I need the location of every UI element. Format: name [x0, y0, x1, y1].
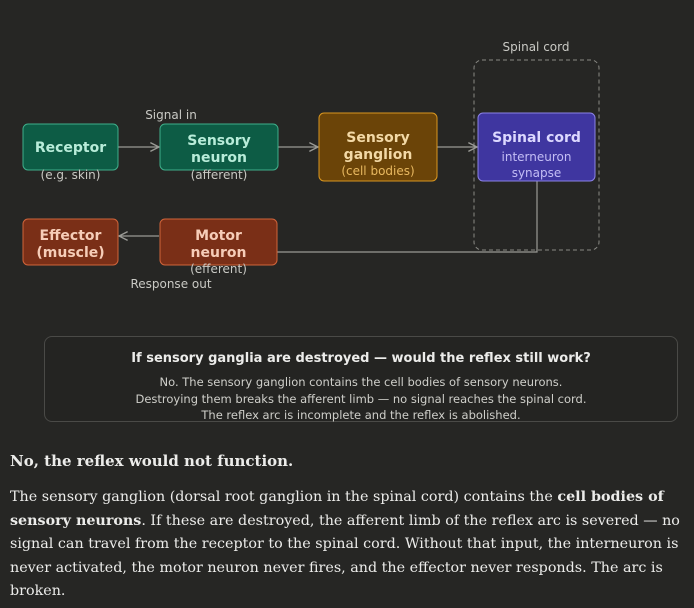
- effector-label-1: Effector: [40, 228, 102, 244]
- spinal-cord-sublabel-2: synapse: [512, 166, 562, 180]
- answer-lead: No, the reflex would not function.: [10, 452, 294, 470]
- spinal-cord-box: [477, 112, 596, 182]
- sensory-ganglion-sublabel: (cell bodies): [341, 164, 414, 178]
- spinal-cord-label: Spinal cord: [492, 130, 581, 146]
- signal-in-label: Signal in: [145, 108, 197, 122]
- question-callout: If sensory ganglia are destroyed — would…: [44, 336, 678, 422]
- sensory-ganglion-box: [318, 112, 438, 182]
- motor-neuron-box: [159, 218, 278, 266]
- sensory-neuron-sublabel: (afferent): [191, 168, 248, 182]
- reflex-arc-diagram: Spinal cord Signal in Receptor (e.g. ski…: [22, 40, 600, 291]
- answer-text-start: The sensory ganglion (dorsal root gangli…: [10, 489, 558, 505]
- receptor-sublabel: (e.g. skin): [41, 168, 101, 182]
- effector-label-2: (muscle): [36, 245, 104, 261]
- spinal-cord-sublabel-1: interneuron: [502, 150, 572, 164]
- motor-neuron-node: Motor neuron (efferent): [159, 218, 278, 276]
- motor-neuron-label-2: neuron: [191, 245, 247, 261]
- receptor-node: Receptor (e.g. skin): [22, 123, 119, 182]
- sensory-neuron-label-1: Sensory: [187, 133, 251, 149]
- answer-paragraph: The sensory ganglion (dorsal root gangli…: [10, 486, 686, 604]
- sensory-ganglion-label-2: ganglion: [344, 147, 413, 163]
- callout-line-1: No. The sensory ganglion contains the ce…: [159, 375, 563, 389]
- answer-text-end: . If these are destroyed, the afferent l…: [10, 512, 680, 600]
- sensory-ganglion-label-1: Sensory: [346, 130, 410, 146]
- receptor-box: [22, 123, 119, 171]
- callout-title: If sensory ganglia are destroyed — would…: [131, 351, 591, 366]
- receptor-label: Receptor: [35, 140, 106, 156]
- spinal-cord-node: Spinal cord interneuron synapse: [477, 112, 596, 182]
- motor-neuron-label-1: Motor: [195, 228, 242, 244]
- callout-line-3: The reflex arc is incomplete and the ref…: [201, 408, 521, 422]
- response-out-label: Response out: [130, 277, 211, 291]
- sensory-neuron-node: Sensory neuron (afferent): [159, 123, 279, 182]
- effector-node: Effector (muscle): [22, 218, 119, 266]
- arrow-spinal-cord-to-motor-neuron: [277, 181, 538, 253]
- sensory-ganglion-node: Sensory ganglion (cell bodies): [318, 112, 438, 182]
- spinal-cord-region-label: Spinal cord: [503, 40, 570, 54]
- sensory-neuron-label-2: neuron: [191, 150, 247, 166]
- effector-box: [22, 218, 119, 266]
- answer-text-bold: cell bodies of sensory neurons: [10, 489, 664, 529]
- callout-line-2: Destroying them breaks the afferent limb…: [135, 392, 587, 406]
- motor-neuron-sublabel: (efferent): [190, 262, 247, 276]
- sensory-neuron-box: [159, 123, 279, 171]
